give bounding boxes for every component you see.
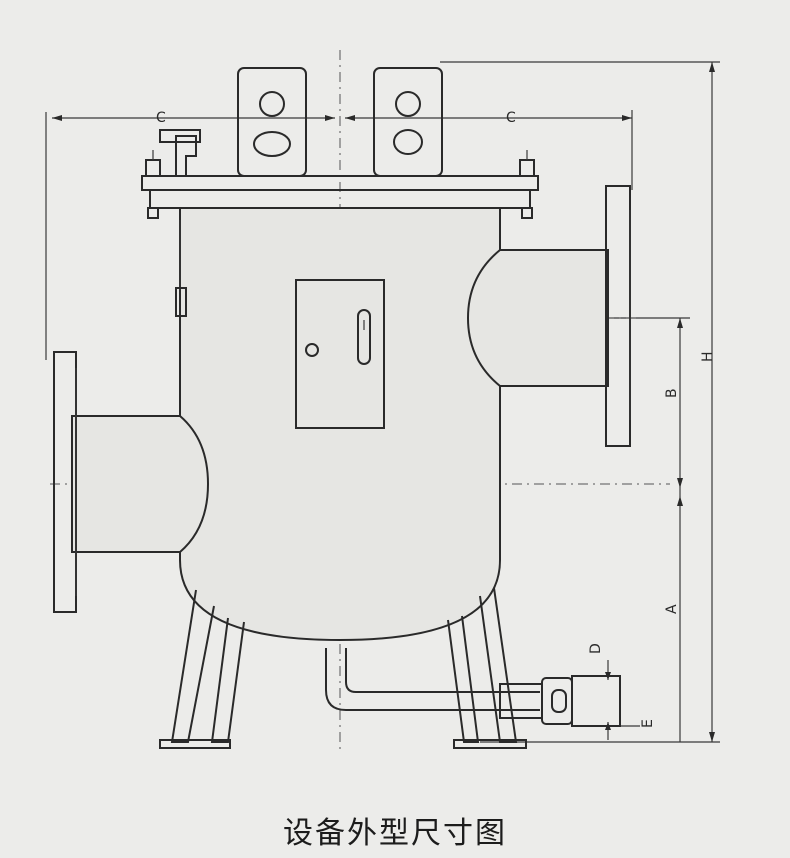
dim-label-e: E	[640, 719, 656, 728]
top-lid	[141, 150, 539, 219]
dim-label-a: A	[664, 604, 680, 614]
control-box	[295, 279, 385, 429]
side-gauge	[175, 220, 187, 317]
vent-valve	[159, 129, 201, 176]
dim-label-c-left: C	[156, 110, 166, 126]
vessel-body	[179, 207, 501, 642]
dim-label-d: D	[588, 643, 604, 654]
dim-label-b: B	[664, 388, 680, 398]
dimension-lines	[45, 61, 720, 743]
motor-right	[373, 67, 443, 177]
dim-label-c-right: C	[506, 110, 516, 126]
support-legs	[159, 587, 527, 749]
dim-label-h: H	[700, 351, 716, 362]
drain-pipe	[325, 648, 621, 727]
figure-caption: 设备外型尺寸图	[283, 816, 507, 851]
outlet-pipe	[466, 185, 631, 447]
inlet-pipe	[53, 351, 210, 613]
motor-left	[237, 67, 307, 177]
